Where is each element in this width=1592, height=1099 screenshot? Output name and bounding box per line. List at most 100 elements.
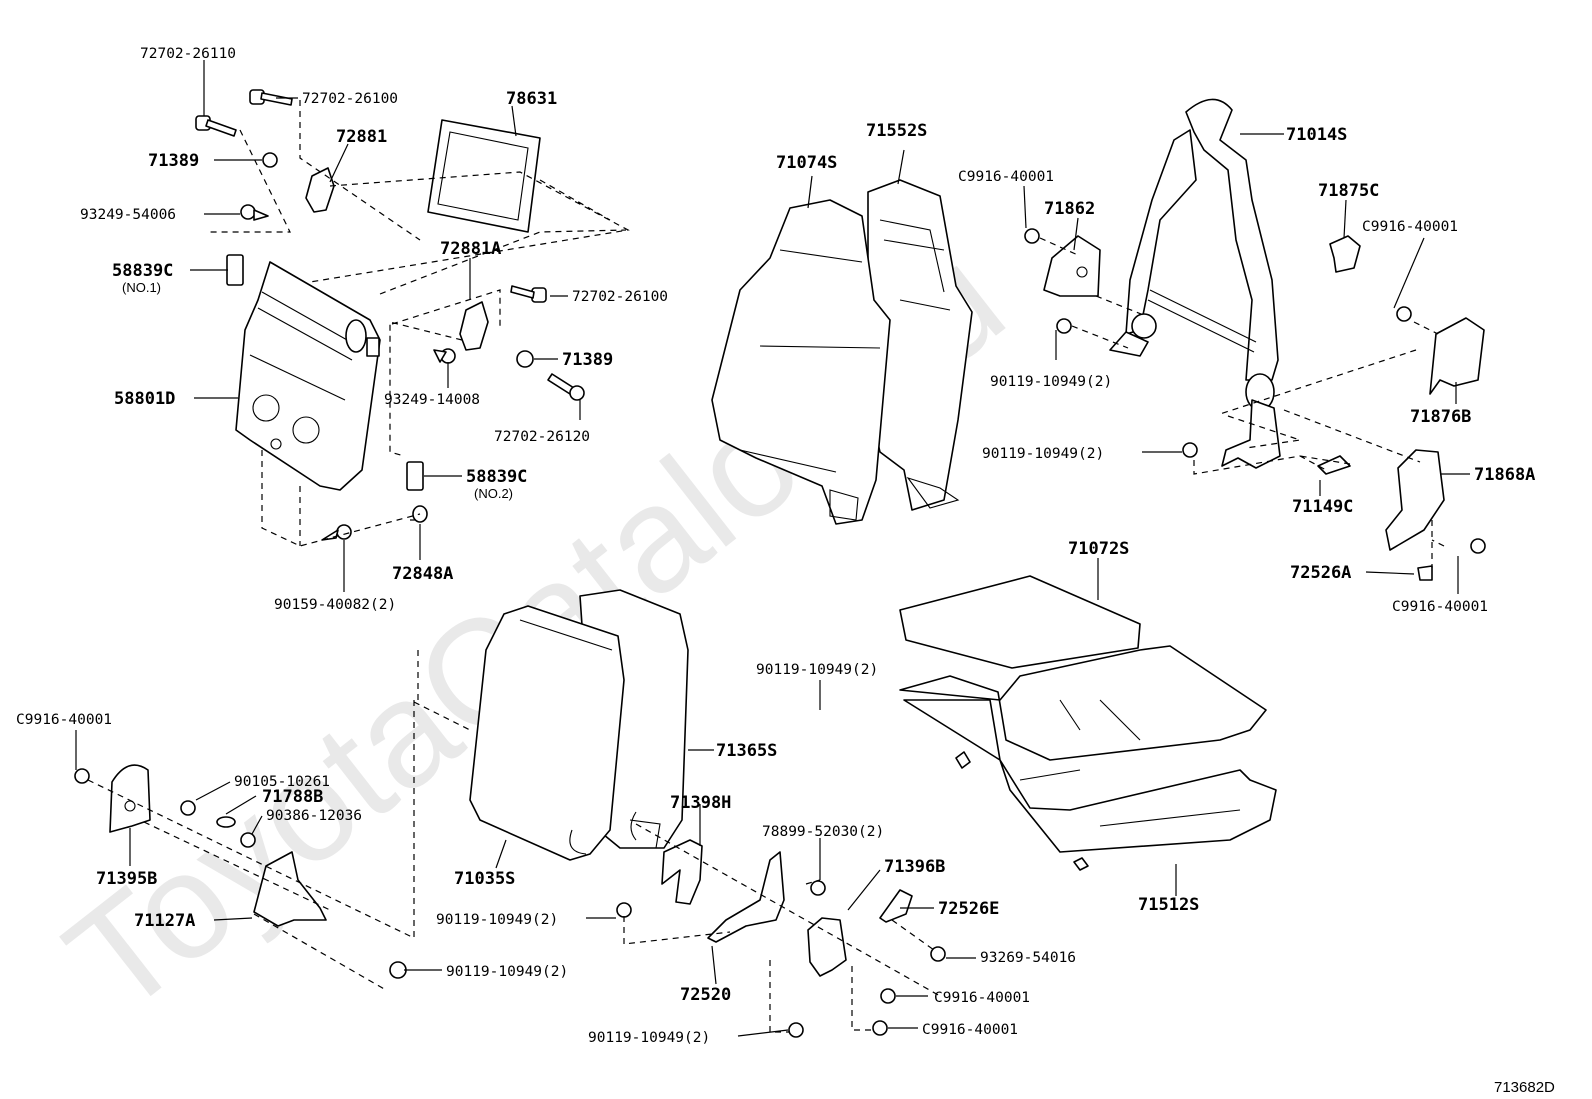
part-58801D-shape (235, 261, 381, 491)
clip-slot-shape (366, 337, 380, 357)
label-71072S: 71072S (1068, 539, 1129, 559)
part-58839C-no2-shape (406, 461, 424, 491)
label-71074S: 71074S (776, 153, 837, 173)
leader-lines (75, 60, 1470, 1037)
part-78631-shape (427, 119, 541, 233)
bolt-72702-26110-shape (195, 115, 237, 137)
label-90119-10949-b: 90119-10949(2) (982, 446, 1104, 462)
label-C9916-40001-b: C9916-40001 (1362, 219, 1458, 235)
armrest-assembly (195, 89, 630, 547)
label-72520: 72520 (680, 985, 731, 1005)
rear-seatbacks (469, 589, 689, 861)
label-72702-26100b: 72702-26100 (572, 289, 668, 305)
part-72881A-shape (459, 301, 489, 351)
part-71072S-shape (899, 575, 1141, 669)
bolt-72702-26100b-shape (510, 285, 547, 303)
nut-71389a-shape (262, 152, 278, 168)
bottom-center-hinges (616, 823, 946, 1038)
part-71398H-shape (661, 839, 703, 905)
screw-93249-54006-shape (240, 204, 269, 221)
label-90159-40082: 90159-40082(2) (274, 597, 396, 613)
label-93249-54006: 93249-54006 (80, 207, 176, 223)
label-58839C-no1: 58839C (112, 261, 173, 281)
label-C9916-40001-c: C9916-40001 (1392, 599, 1488, 615)
label-90105-10261: 90105-10261 (234, 774, 330, 790)
label-71396B: 71396B (884, 857, 945, 877)
label-72702-26100a: 72702-26100 (302, 91, 398, 107)
label-58839C-no2-sub: (NO.2) (474, 486, 513, 501)
label-71862: 71862 (1044, 199, 1095, 219)
label-78899-52030: 78899-52030(2) (762, 824, 884, 840)
part-72881-shape (305, 167, 335, 213)
part-71127A-shape (253, 851, 327, 927)
screw-90159-40082-shape (321, 524, 352, 541)
label-C9916-40001-f: C9916-40001 (922, 1022, 1018, 1038)
part-71074S-shape (711, 199, 891, 525)
part-71868A-shape (1385, 449, 1445, 551)
label-90119-10949-f: 90119-10949(2) (588, 1030, 710, 1046)
bolt-72702-26120-shape (547, 373, 585, 401)
part-58839C-no1-shape (226, 254, 244, 286)
label-72848A: 72848A (392, 564, 453, 584)
label-72702-26120: 72702-26120 (494, 429, 590, 445)
label-71035S: 71035S (454, 869, 515, 889)
part-71788B-shape (216, 816, 236, 828)
nut-71389b-shape (516, 350, 534, 368)
label-72881: 72881 (336, 127, 387, 147)
part-71014S-shape (1185, 98, 1279, 381)
label-71389b: 71389 (562, 350, 613, 370)
diagram-id-label: 713682D (1494, 1079, 1555, 1096)
seat-frame-assembly (1024, 98, 1486, 581)
seat-cushion (899, 575, 1277, 871)
label-71876B: 71876B (1410, 407, 1471, 427)
label-90119-10949-d: 90119-10949(2) (436, 912, 558, 928)
label-93269-54016: 93269-54016 (980, 950, 1076, 966)
part-71512S-shape (903, 699, 1277, 853)
part-71862-shape (1043, 235, 1101, 297)
label-78631: 78631 (506, 89, 557, 109)
part-71396B-shape (807, 917, 847, 977)
label-71868A: 71868A (1474, 465, 1535, 485)
part-71149C-shape (1317, 455, 1351, 475)
label-C9916-40001-d: C9916-40001 (16, 712, 112, 728)
label-71149C: 71149C (1292, 497, 1353, 517)
screw-93249-14008-shape (433, 348, 456, 364)
label-71014S: 71014S (1286, 125, 1347, 145)
seatback-covers (711, 179, 973, 525)
label-71552S: 71552S (866, 121, 927, 141)
bolt-72702-26100a-shape (249, 89, 293, 106)
label-71395B: 71395B (96, 869, 157, 889)
label-90119-10949-c: 90119-10949(2) (756, 662, 878, 678)
part-71395B-shape (109, 764, 151, 833)
label-71365S: 71365S (716, 741, 777, 761)
bolts-right-top (1024, 228, 1486, 554)
label-58839C-no1-sub: (NO.1) (122, 280, 161, 295)
label-72881A: 72881A (440, 239, 501, 259)
label-71875C: 71875C (1318, 181, 1379, 201)
label-71389a: 71389 (148, 151, 199, 171)
part-72526E-shape (879, 889, 913, 923)
bottom-left-assembly (74, 650, 471, 991)
label-71127A: 71127A (134, 911, 195, 931)
label-71398H: 71398H (670, 793, 731, 813)
label-58839C-no2: 58839C (466, 467, 527, 487)
part-71876B-shape (1429, 317, 1485, 395)
label-90119-10949-e: 90119-10949(2) (446, 964, 568, 980)
part-71035S-shape (469, 605, 625, 861)
label-71512S: 71512S (1138, 895, 1199, 915)
label-58801D: 58801D (114, 389, 175, 409)
part-71875C-shape (1329, 235, 1361, 273)
label-72526E: 72526E (938, 899, 999, 919)
label-C9916-40001-e: C9916-40001 (934, 990, 1030, 1006)
part-72520-shape (707, 851, 785, 943)
label-72526A: 72526A (1290, 563, 1351, 583)
label-71788B: 71788B (262, 787, 323, 807)
part-labels: 72702-26110 72702-26100 78631 72881 7138… (16, 46, 1555, 1096)
label-C9916-40001-a: C9916-40001 (958, 169, 1054, 185)
label-90119-10949-a: 90119-10949(2) (990, 374, 1112, 390)
label-72702-26110: 72702-26110 (140, 46, 236, 62)
label-93249-14008: 93249-14008 (384, 392, 480, 408)
label-90386-12036: 90386-12036 (266, 808, 362, 824)
part-72526A-shape (1417, 565, 1433, 581)
